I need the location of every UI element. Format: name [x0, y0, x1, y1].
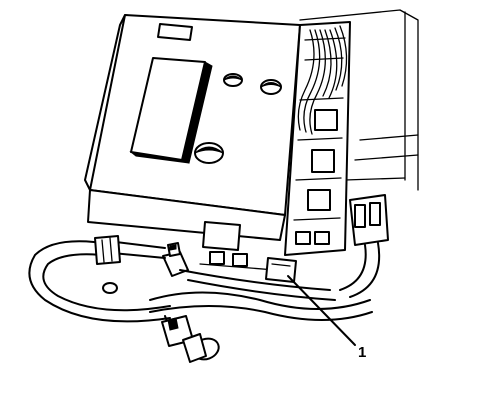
connector-block — [284, 21, 351, 256]
module-label-area — [129, 57, 213, 164]
front-terminals — [199, 221, 276, 271]
background-bracket — [299, 9, 419, 191]
callout-label-1: 1 — [358, 344, 366, 361]
sensor-plug — [161, 315, 220, 363]
lower-fastener — [102, 282, 118, 294]
wire-bundle — [297, 25, 348, 135]
harness-clip — [94, 235, 121, 265]
mounting-holes — [194, 73, 282, 164]
side-harness-connector — [339, 194, 389, 298]
harness-wiring — [28, 239, 373, 323]
module-top-tab — [157, 23, 193, 41]
callout-1: 1 — [287, 275, 366, 361]
